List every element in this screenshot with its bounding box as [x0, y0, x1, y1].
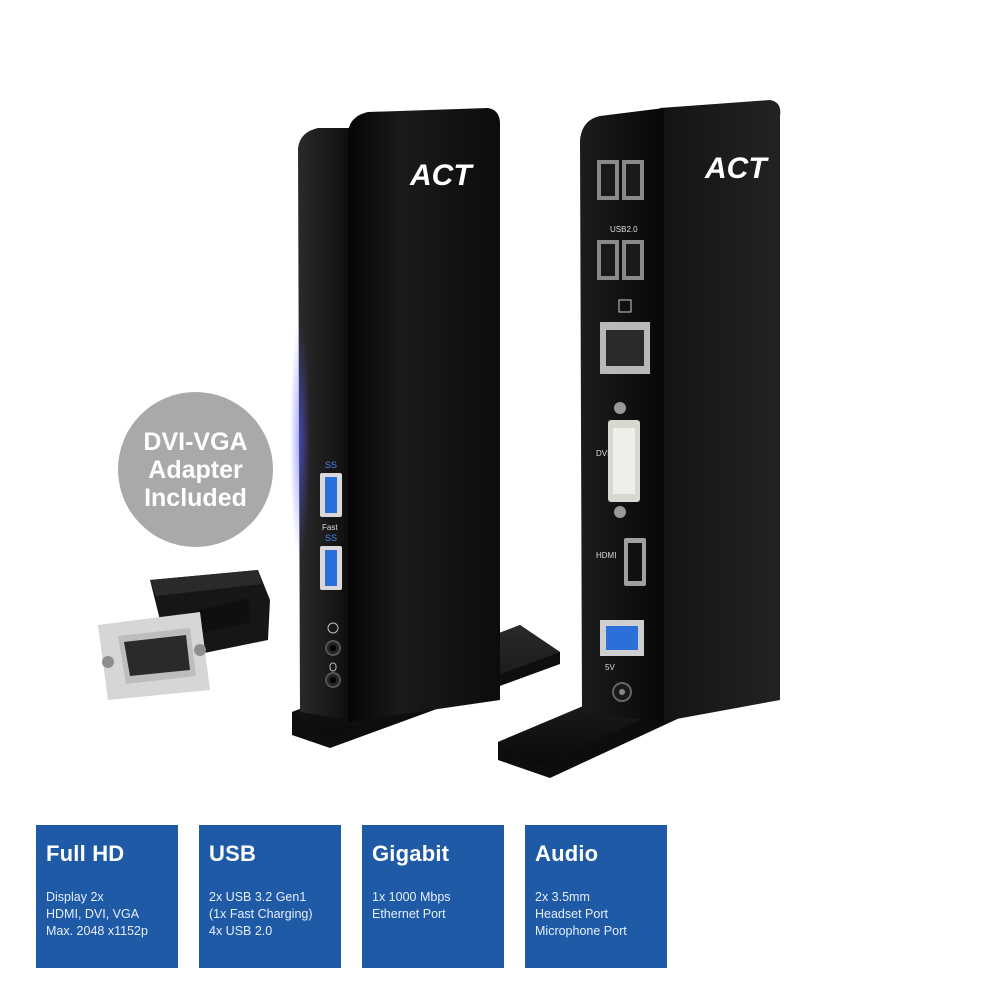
badge-line-2: Adapter: [148, 455, 243, 484]
rear-dock: ACT USB2.0 DVI HDMI: [498, 100, 781, 778]
feature-full-hd: Full HD Display 2x HDMI, DVI, VGA Max. 2…: [36, 825, 178, 968]
feature-usb: USB 2x USB 3.2 Gen1 (1x Fast Charging) 4…: [199, 825, 341, 968]
feature-audio: Audio 2x 3.5mm Headset Port Microphone P…: [525, 825, 667, 968]
headphone-icon: [327, 622, 339, 634]
feature-line: Display 2x: [46, 890, 104, 904]
feature-line: Headset Port: [535, 907, 608, 921]
feature-title: Gigabit: [372, 841, 450, 866]
network-icon: [618, 299, 632, 313]
dvi-vga-adapter: [98, 570, 270, 700]
front-dock: ACT SS Fast SS: [290, 108, 560, 748]
badge-line-1: DVI-VGA: [143, 427, 248, 456]
feature-line: 2x 3.5mm: [535, 890, 590, 904]
feature-title: Audio: [535, 841, 599, 866]
product-photo: ACT SS Fast SS AC: [98, 100, 781, 778]
feature-line: 4x USB 2.0: [209, 924, 273, 938]
rear-hdmi-label: HDMI: [596, 551, 616, 560]
front-usb-top-label: SS: [325, 460, 337, 470]
rear-usb-label: USB2.0: [610, 225, 638, 234]
front-usb-bottom-label: SS: [325, 533, 337, 543]
feature-line: (1x Fast Charging): [209, 907, 313, 921]
front-logo: ACT: [409, 159, 474, 192]
feature-title: Full HD: [46, 841, 125, 866]
feature-boxes: Full HD Display 2x HDMI, DVI, VGA Max. 2…: [36, 825, 976, 968]
feature-line: HDMI, DVI, VGA: [46, 907, 140, 921]
feature-gigabit: Gigabit 1x 1000 Mbps Ethernet Port: [362, 825, 504, 968]
dvi-screw-top: [614, 402, 626, 414]
rear-logo: ACT: [704, 152, 769, 185]
feature-line: Ethernet Port: [372, 907, 446, 921]
feature-line: Microphone Port: [535, 924, 627, 938]
docking-stations-illustration: ACT SS Fast SS AC: [98, 100, 781, 778]
rear-dvi-label: DVI: [596, 449, 609, 458]
feature-title: USB: [209, 841, 257, 866]
adapter-included-badge: DVI-VGA Adapter Included: [118, 392, 273, 547]
front-usb-fast-label: Fast: [322, 523, 338, 532]
feature-line: 2x USB 3.2 Gen1: [209, 890, 307, 904]
dvi-screw-bottom: [614, 506, 626, 518]
microphone-icon: [329, 662, 337, 672]
rear-power-label: 5V: [605, 663, 615, 672]
feature-line: 1x 1000 Mbps: [372, 890, 451, 904]
feature-line: Max. 2048 x1152p: [46, 924, 148, 938]
badge-line-3: Included: [144, 483, 247, 512]
